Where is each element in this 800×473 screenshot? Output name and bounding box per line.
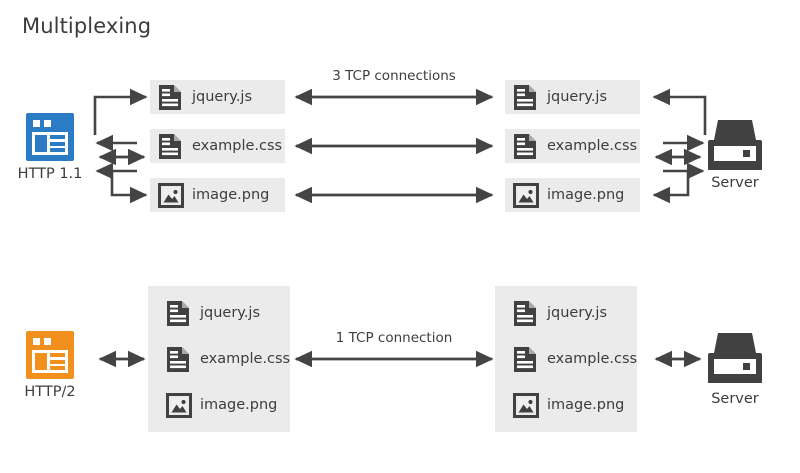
resource-row[interactable]: image.png bbox=[158, 178, 269, 212]
arrow-client11-to-image bbox=[110, 171, 148, 204]
resource-label: image.png bbox=[192, 187, 270, 203]
server-endpoint-http11: Server bbox=[690, 113, 780, 191]
resource-row[interactable]: example.css bbox=[166, 342, 290, 376]
browser-line-3 bbox=[50, 148, 65, 152]
browser-sidebar-block bbox=[35, 353, 47, 370]
document-icon bbox=[166, 346, 190, 373]
document-icon bbox=[158, 133, 182, 160]
resource-row[interactable]: image.png bbox=[166, 388, 277, 422]
resource-row[interactable]: jquery.js bbox=[158, 80, 252, 114]
browser-window-icon-http11 bbox=[26, 113, 74, 161]
server-label-http2: Server bbox=[711, 391, 759, 407]
client-endpoint-http2: HTTP/2 bbox=[5, 331, 95, 400]
image-file-icon bbox=[166, 392, 192, 419]
client-label-http11: HTTP 1.1 bbox=[17, 166, 83, 182]
document-icon bbox=[513, 133, 537, 160]
server-resource-box-http11-jquery[interactable]: jquery.js bbox=[505, 80, 640, 114]
browser-line-1 bbox=[50, 135, 65, 139]
image-file-icon bbox=[158, 182, 184, 209]
document-icon bbox=[513, 84, 537, 111]
resource-row[interactable]: example.css bbox=[158, 129, 282, 163]
server-resource-box-http11-css[interactable]: example.css bbox=[505, 129, 640, 163]
image-file-icon bbox=[513, 182, 539, 209]
client-resource-box-http11-image[interactable]: image.png bbox=[150, 178, 285, 212]
arrow-server11-to-image bbox=[652, 171, 690, 204]
page-title: Multiplexing bbox=[22, 14, 152, 38]
client-endpoint-http11: HTTP 1.1 bbox=[5, 113, 95, 182]
browser-sidebar-block bbox=[35, 135, 47, 152]
image-file-icon bbox=[513, 392, 539, 419]
resource-label: example.css bbox=[192, 138, 283, 154]
browser-line-2 bbox=[50, 141, 65, 146]
resource-row[interactable]: jquery.js bbox=[513, 80, 607, 114]
client-label-http2: HTTP/2 bbox=[24, 384, 76, 400]
browser-line-2 bbox=[50, 359, 65, 364]
resource-label: jquery.js bbox=[192, 89, 253, 105]
server-resource-box-http11-image[interactable]: image.png bbox=[505, 178, 640, 212]
client-resource-box-http11-jquery[interactable]: jquery.js bbox=[150, 80, 285, 114]
connection-label-http2: 1 TCP connection bbox=[335, 330, 453, 346]
resource-label: jquery.js bbox=[547, 89, 608, 105]
resource-label: example.css bbox=[200, 351, 291, 367]
arrow-client11-to-jquery bbox=[93, 88, 148, 135]
resource-label: example.css bbox=[547, 138, 638, 154]
resource-row[interactable]: example.css bbox=[513, 342, 637, 376]
document-icon bbox=[513, 300, 537, 327]
browser-dot-1 bbox=[33, 338, 40, 345]
document-icon bbox=[166, 300, 190, 327]
resource-row[interactable]: image.png bbox=[513, 388, 624, 422]
resource-row[interactable]: example.css bbox=[513, 129, 637, 163]
browser-line-1 bbox=[50, 353, 65, 357]
browser-window-icon-http2 bbox=[26, 331, 74, 379]
resource-row[interactable]: jquery.js bbox=[166, 296, 260, 330]
browser-dot-2 bbox=[44, 338, 51, 345]
browser-dot-2 bbox=[44, 120, 51, 127]
resource-label: image.png bbox=[547, 397, 625, 413]
connection-label-http11: 3 TCP connections bbox=[332, 68, 456, 84]
resource-row[interactable]: image.png bbox=[513, 178, 624, 212]
document-icon bbox=[158, 84, 182, 111]
resource-label: image.png bbox=[547, 187, 625, 203]
resource-label: example.css bbox=[547, 351, 638, 367]
server-endpoint-http2: Server bbox=[690, 326, 780, 407]
client-resource-box-http11-css[interactable]: example.css bbox=[150, 129, 285, 163]
server-label-http11: Server bbox=[711, 175, 759, 191]
resource-label: jquery.js bbox=[200, 305, 261, 321]
resource-row[interactable]: jquery.js bbox=[513, 296, 607, 330]
client-resource-box-http2[interactable]: jquery.js example.css bbox=[148, 286, 290, 432]
browser-dot-1 bbox=[33, 120, 40, 127]
resource-label: jquery.js bbox=[547, 305, 608, 321]
document-icon bbox=[513, 346, 537, 373]
server-resource-box-http2[interactable]: jquery.js example.css bbox=[495, 286, 637, 432]
browser-line-3 bbox=[50, 366, 65, 370]
resource-label: image.png bbox=[200, 397, 278, 413]
